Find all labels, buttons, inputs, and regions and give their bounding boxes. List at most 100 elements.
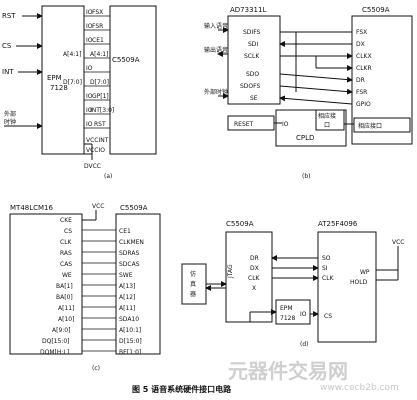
- dsp-pin-sda10: SDA10: [119, 316, 139, 323]
- dsp-pin-clkr: CLKR: [356, 65, 372, 72]
- jtag-label: JTAG: [227, 264, 234, 279]
- bus-io-7: IO: [86, 121, 93, 128]
- dsp-pin-a11: A[11]: [119, 305, 135, 312]
- power-dvcc: DVCC: [84, 163, 101, 170]
- sdram-pin-a10: A[10]: [58, 316, 74, 323]
- power-vccio: VCCIO: [86, 147, 105, 154]
- left-input-voice: 输入语音: [204, 22, 228, 30]
- signal-int: INT: [2, 68, 14, 76]
- panel-c: MT48LCM16 C5509A VCC CKE CS CLK RAS CAS …: [9, 203, 161, 372]
- dsp-pin-be10: BE[1:0]: [119, 349, 141, 356]
- cpld-label-1: EPM: [47, 74, 62, 82]
- cpld-block-d: [275, 299, 311, 325]
- dsp-label-a: C5509A: [112, 56, 140, 64]
- dsp-pin-dx: DX: [356, 41, 365, 48]
- watermark-logo: 元器件交易网 www.cecb2b.com: [228, 359, 399, 393]
- bus-io-5: IO: [86, 93, 93, 100]
- dsp-pin-dr-d: DR: [250, 255, 259, 262]
- emulator-label-1: 仿: [190, 270, 196, 278]
- sdram-pin-we: WE: [62, 272, 72, 279]
- dsp-pin-fsx: FSX: [356, 29, 367, 36]
- tag-d: (d): [300, 341, 309, 348]
- dsp-pin-x-d: X: [252, 285, 256, 292]
- cpld-label-b: CPLD: [296, 134, 314, 142]
- dsp-pin-sdras: SDRAS: [119, 250, 139, 257]
- cpld-port-box: [315, 109, 345, 131]
- dsp-pin-swe: SWE: [119, 272, 133, 279]
- panel-d: C5509A AT25F4096 VCC 仿 真 器 JTAG DR DX CL…: [181, 220, 404, 348]
- dsp-pin-a101: A[10:1]: [119, 327, 141, 334]
- signal-rst: RST: [2, 12, 16, 20]
- sdram-block: [9, 213, 83, 355]
- flash-at25f4096-block: [317, 231, 377, 343]
- panel-b: AD73311L C5509A 输入语音 输出语音 外部时钟 SDIFS SDI…: [204, 6, 413, 180]
- sdram-pin-a11: A[11]: [58, 305, 74, 312]
- left-output-voice: 输出语音: [204, 46, 228, 54]
- panel-a: RST CS INT 外部 时钟 EPM 7128 C5509A IO FSX …: [2, 5, 157, 180]
- clock-label-1: 外部: [4, 110, 16, 118]
- sdram-pin-ras: RAS: [60, 250, 72, 257]
- bus-d70-left: D[7:0]: [63, 79, 82, 86]
- sdram-pin-dq: DQ[15:0]: [42, 338, 70, 345]
- bus-gp1: GP[1]: [92, 93, 109, 100]
- bus-int30: INT[3:0]: [90, 107, 114, 114]
- dsp-c5509a-block-c: [115, 213, 161, 355]
- dsp-pin-ce1: CE1: [119, 228, 131, 235]
- sdram-label: MT48LCM16: [10, 204, 54, 212]
- codec-ad73311l-block: [227, 15, 281, 105]
- dsp-c5509a-block-d: [225, 231, 273, 323]
- sdram-pin-cke: CKE: [60, 217, 72, 224]
- dsp-pin-fsr: FSR: [356, 89, 367, 96]
- sdram-pin-cs: CS: [64, 228, 72, 235]
- dsp-pin-clkmen: CLKMEN: [119, 239, 144, 246]
- dsp-pin-d150: D[15:0]: [119, 338, 142, 345]
- sdram-pin-clk: CLK: [60, 239, 73, 246]
- flash-pin-clk: CLK: [322, 275, 335, 282]
- dsp-port-box: [353, 117, 411, 133]
- dsp-label-b: C5509A: [362, 6, 390, 14]
- cpld-port-2: 口: [324, 122, 330, 129]
- dsp-pin-dx-d: DX: [250, 265, 259, 272]
- cpld-label-d-2: 7128: [280, 315, 295, 322]
- dsp-pin-clk-d: CLK: [248, 275, 261, 282]
- vcc-label-c: VCC: [92, 203, 104, 210]
- tag-b: (b): [302, 173, 311, 180]
- flash-pin-wp: WP: [360, 269, 370, 276]
- codec-pin-sclk: SCLK: [244, 53, 260, 60]
- codec-pin-sdifs: SDIFS: [243, 29, 261, 36]
- bus-ce1: CE1: [92, 37, 104, 44]
- bus-rst: RST: [94, 121, 106, 128]
- dsp-port-label: 相应接口: [358, 122, 382, 130]
- bus-io-4: IO: [86, 65, 93, 72]
- dsp-c5509a-block-a: [109, 5, 157, 155]
- sdram-pin-ba0: BA[0]: [56, 294, 73, 301]
- codec-pin-sdo: SDO: [246, 71, 259, 78]
- codec-pin-sdi: SDI: [248, 41, 258, 48]
- cpld-label-2: 7128: [50, 84, 68, 92]
- dsp-pin-sdcas: SDCAS: [119, 261, 140, 268]
- cpld-label-d-1: EPM: [280, 305, 293, 312]
- bus-io-3: IO: [86, 37, 93, 44]
- tag-c: (c): [92, 365, 100, 372]
- bus-a41-right: A[4:1]: [90, 51, 108, 58]
- flash-pin-cs: CS: [324, 313, 332, 320]
- sdram-pin-dqm: DQM[H:L]: [40, 349, 69, 356]
- dsp-pin-a13: A[13]: [119, 283, 135, 290]
- dsp-pin-a12: A[12]: [119, 294, 135, 301]
- bus-io-1: IO: [86, 9, 93, 16]
- bus-d70-right: D[7:0]: [90, 79, 109, 86]
- power-vccint: VCCINT: [86, 137, 109, 144]
- vcc-label-d: VCC: [392, 239, 404, 246]
- codec-pin-se: SE: [250, 95, 258, 102]
- emulator-label-3: 器: [190, 291, 196, 298]
- cpld-io-d: IO: [300, 311, 307, 318]
- sdram-pin-cas: CAS: [60, 261, 72, 268]
- watermark-site: www.cecb2b.com: [320, 383, 399, 393]
- flash-pin-hold: HOLD: [350, 279, 368, 286]
- signal-cs: CS: [2, 42, 12, 50]
- dsp-pin-dr: DR: [356, 77, 365, 84]
- bus-a41-left: A[4:1]: [63, 51, 81, 58]
- bus-io-6: IO: [86, 107, 93, 114]
- cpld-port-1: 相应接: [318, 112, 336, 120]
